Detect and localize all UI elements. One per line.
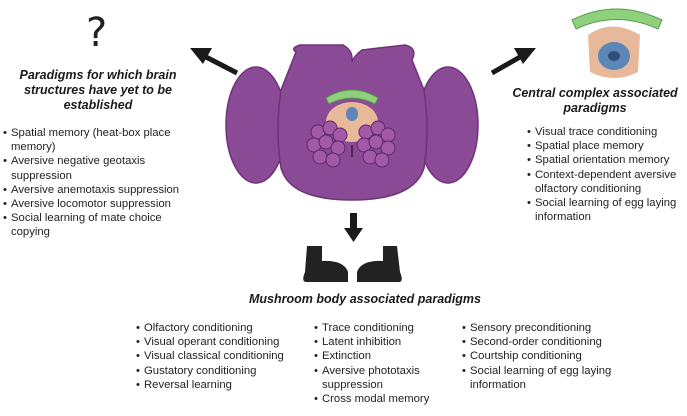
mb-column-3: Sensory preconditioning Second-order con… [462, 321, 632, 392]
unknown-title-line-3: established [63, 98, 133, 112]
list-item: Courtship conditioning [462, 349, 632, 363]
list-item: Visual operant conditioning [136, 335, 306, 349]
cc-ellipsoid-core [608, 51, 620, 61]
arrow-up-left-icon [190, 48, 239, 76]
central-complex-title: Central complex associated paradigms [503, 86, 687, 116]
cc-protocerebral-bridge [571, 8, 663, 30]
right-mushroom-body [357, 246, 402, 282]
unknown-paradigms-list: Spatial memory (heat-box place memory) A… [3, 126, 198, 240]
unknown-title-line-2: structures have yet to be [24, 83, 172, 97]
list-item: Aversive negative geotaxis suppression [3, 154, 198, 182]
unknown-title-line-1: Paradigms for which brain [19, 68, 177, 82]
question-mark: ? [86, 10, 108, 56]
list-item: Gustatory conditioning [136, 364, 306, 378]
list-item: Spatial memory (heat-box place memory) [3, 126, 198, 154]
list-item: Second-order conditioning [462, 335, 632, 349]
mb-column-2: Trace conditioning Latent inhibition Ext… [314, 321, 454, 406]
list-item: Trace conditioning [314, 321, 454, 335]
list-item: Social learning of mate choice copying [3, 211, 198, 239]
list-item: Aversive phototaxis suppression [314, 364, 454, 392]
cc-title-line-2: paradigms [563, 101, 627, 115]
arrow-down-icon [344, 213, 363, 242]
list-item: Aversive anemotaxis suppression [3, 183, 198, 197]
cc-title-line-1: Central complex associated [512, 86, 678, 100]
list-item: Visual classical conditioning [136, 349, 306, 363]
central-complex-arch [325, 89, 379, 105]
central-complex-core [346, 107, 358, 121]
mb-column-1: Olfactory conditioning Visual operant co… [136, 321, 306, 392]
list-item: Olfactory conditioning [136, 321, 306, 335]
list-item: Spatial place memory [527, 139, 685, 153]
list-item: Spatial orientation memory [527, 153, 685, 167]
right-calyx [356, 120, 396, 168]
arrow-up-right-icon [490, 48, 536, 76]
list-item: Visual trace conditioning [527, 125, 685, 139]
list-item: Reversal learning [136, 378, 306, 392]
left-calyx [306, 120, 348, 168]
list-item: Social learning of egg laying informatio… [527, 196, 685, 224]
mushroom-body-title: Mushroom body associated paradigms [249, 292, 481, 306]
left-mushroom-body [303, 246, 348, 282]
list-item: Aversive locomotor suppression [3, 197, 198, 211]
list-item: Context-dependent aversive olfactory con… [527, 168, 685, 196]
unknown-paradigms-title: Paradigms for which brain structures hav… [0, 68, 196, 113]
list-item: Sensory preconditioning [462, 321, 632, 335]
list-item: Cross modal memory [314, 392, 454, 406]
list-item: Latent inhibition [314, 335, 454, 349]
list-item: Extinction [314, 349, 454, 363]
central-complex-list: Visual trace conditioning Spatial place … [527, 125, 685, 224]
list-item: Social learning of egg laying informatio… [462, 364, 632, 392]
